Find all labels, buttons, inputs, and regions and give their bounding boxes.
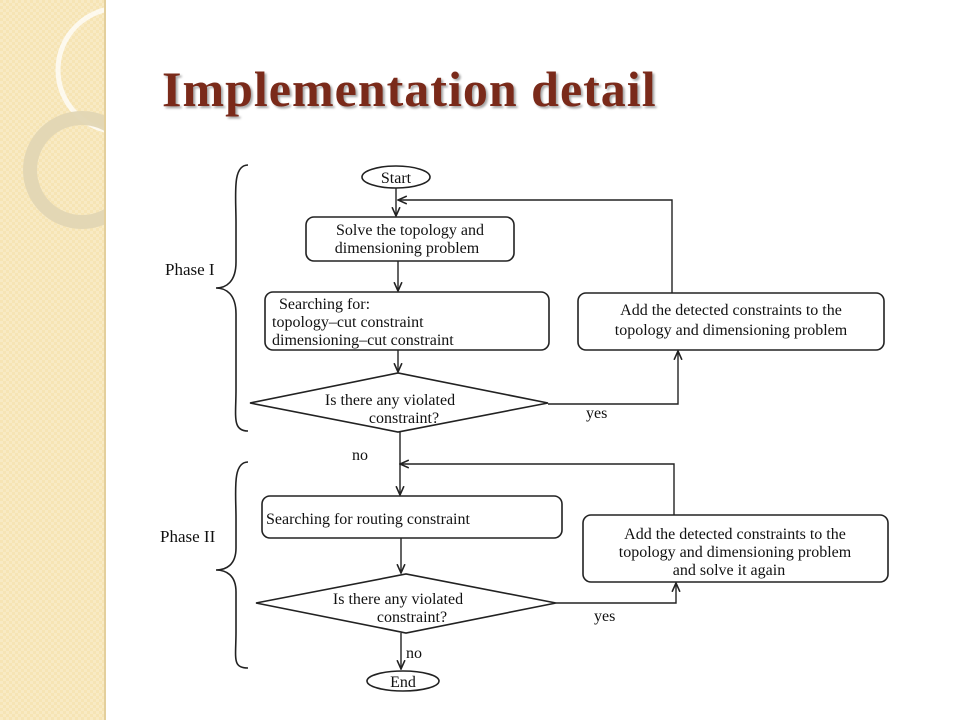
phase2-decision-line2: constraint? xyxy=(377,609,447,626)
page-title: Implementation detail xyxy=(162,61,657,117)
start-label: Start xyxy=(381,170,412,187)
routing-search-box xyxy=(261,495,563,539)
phase2-no-label: no xyxy=(406,645,422,662)
arrow-phase2-add-loop-back xyxy=(400,464,675,515)
decorative-sidebar xyxy=(0,0,106,720)
phase1-brace xyxy=(215,164,249,432)
phase2-yes-label: yes xyxy=(594,608,615,625)
solve-problem-box xyxy=(305,216,515,262)
search-box-line3: dimensioning–cut constraint xyxy=(272,332,454,349)
phase1-decision-line2: constraint? xyxy=(369,410,439,427)
solve-box-line1: Solve the topology and xyxy=(336,222,484,239)
phase2-add-line3: and solve it again xyxy=(673,562,785,579)
phase1-decision-diamond xyxy=(249,372,549,433)
phase1-add-line2: topology and dimensioning problem xyxy=(615,322,848,339)
end-terminal xyxy=(366,670,440,692)
phase1-add-constraints-box xyxy=(577,292,885,351)
decorative-circle-upper xyxy=(55,7,106,133)
decorative-ring-lower xyxy=(23,111,106,229)
phase1-no-label: no xyxy=(352,447,368,464)
phase2-add-constraints-box xyxy=(582,514,889,583)
phase2-label: Phase II xyxy=(160,527,216,546)
phase1-decision-line1: Is there any violated xyxy=(325,392,455,409)
solve-box-line2: dimensioning problem xyxy=(335,240,480,257)
phase1-add-line1: Add the detected constraints to the xyxy=(620,302,842,319)
routing-search-label: Searching for routing constraint xyxy=(266,511,471,528)
arrow-phase2-yes-to-add xyxy=(556,583,676,604)
search-constraints-box xyxy=(264,291,550,351)
phase2-add-line2: topology and dimensioning problem xyxy=(619,544,852,561)
end-label: End xyxy=(390,674,416,691)
phase1-yes-label: yes xyxy=(586,405,607,422)
phase2-brace xyxy=(215,461,249,669)
phase1-label: Phase I xyxy=(165,260,215,279)
phase2-add-line1: Add the detected constraints to the xyxy=(624,526,846,543)
sidebar-edge xyxy=(104,0,106,720)
decorative-circles xyxy=(23,7,106,229)
arrow-phase1-add-loop-back xyxy=(398,200,673,293)
search-box-line2: topology–cut constraint xyxy=(272,314,424,331)
phase2-decision-line1: Is there any violated xyxy=(333,591,463,608)
arrow-phase1-yes-to-add xyxy=(548,351,678,405)
search-box-line1: Searching for: xyxy=(279,296,370,313)
